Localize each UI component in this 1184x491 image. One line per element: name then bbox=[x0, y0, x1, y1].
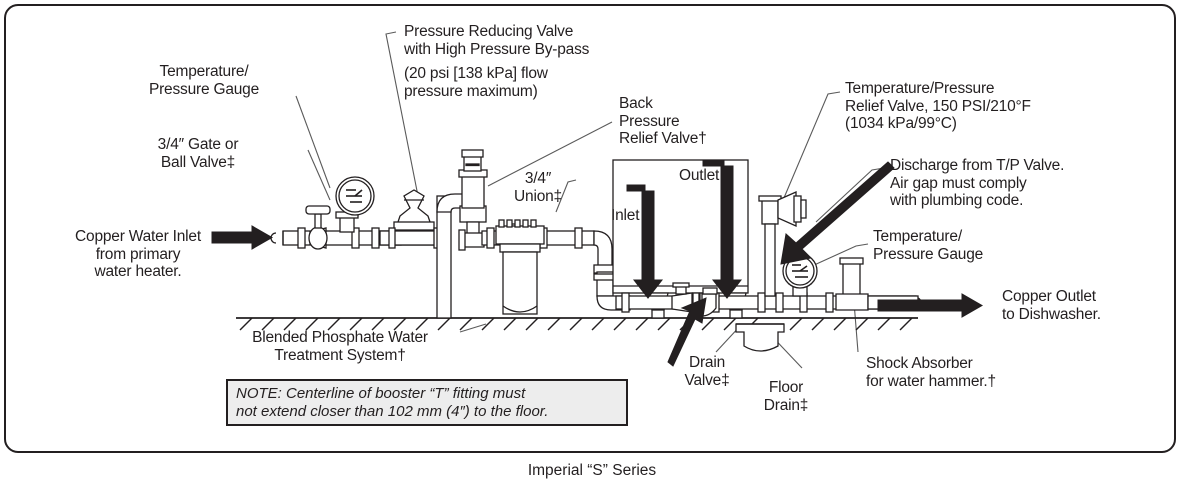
label-tp-relief-valve: Temperature/Pressure Relief Valve, 150 P… bbox=[845, 80, 1031, 132]
label-copper-water-inlet: Copper Water Inlet from primary water he… bbox=[75, 228, 201, 280]
label-pressure-reducing-valve-spec: (20 psi [138 kPa] flow pressure maximum) bbox=[404, 65, 548, 100]
label-back-pressure-relief-valve: Back Pressure Relief Valve† bbox=[619, 95, 707, 147]
label-inlet: Inlet bbox=[611, 207, 640, 224]
label-drain-valve: Drain Valve‡ bbox=[684, 354, 730, 389]
label-outlet: Outlet bbox=[679, 167, 720, 184]
label-shock-absorber: Shock Absorber for water hammer.† bbox=[866, 355, 996, 390]
label-temp-pressure-gauge-right: Temperature/ Pressure Gauge bbox=[873, 228, 984, 263]
label-discharge-tp-valve: Discharge from T/P Valve. Air gap must c… bbox=[890, 157, 1065, 209]
diagram-frame bbox=[4, 4, 1176, 453]
label-gate-ball-valve: 3/4″ Gate or Ball Valve‡ bbox=[157, 136, 239, 171]
label-copper-outlet: Copper Outlet to Dishwasher. bbox=[1002, 288, 1101, 323]
note-text-line2: not extend closer than 102 mm (4″) to th… bbox=[236, 403, 549, 420]
note-box bbox=[226, 379, 628, 426]
label-temp-pressure-gauge-left: Temperature/ Pressure Gauge bbox=[148, 63, 260, 98]
label-pressure-reducing-valve: Pressure Reducing Valve with High Pressu… bbox=[404, 23, 590, 58]
label-union: 3/4″ Union‡ bbox=[514, 170, 562, 205]
label-blended-phosphate: Blended Phosphate Water Treatment System… bbox=[252, 329, 428, 364]
note-text-line1: NOTE: Centerline of booster “T” fitting … bbox=[236, 385, 526, 402]
diagram-caption: Imperial “S” Series bbox=[527, 462, 657, 479]
label-floor-drain: Floor Drain‡ bbox=[763, 379, 809, 414]
